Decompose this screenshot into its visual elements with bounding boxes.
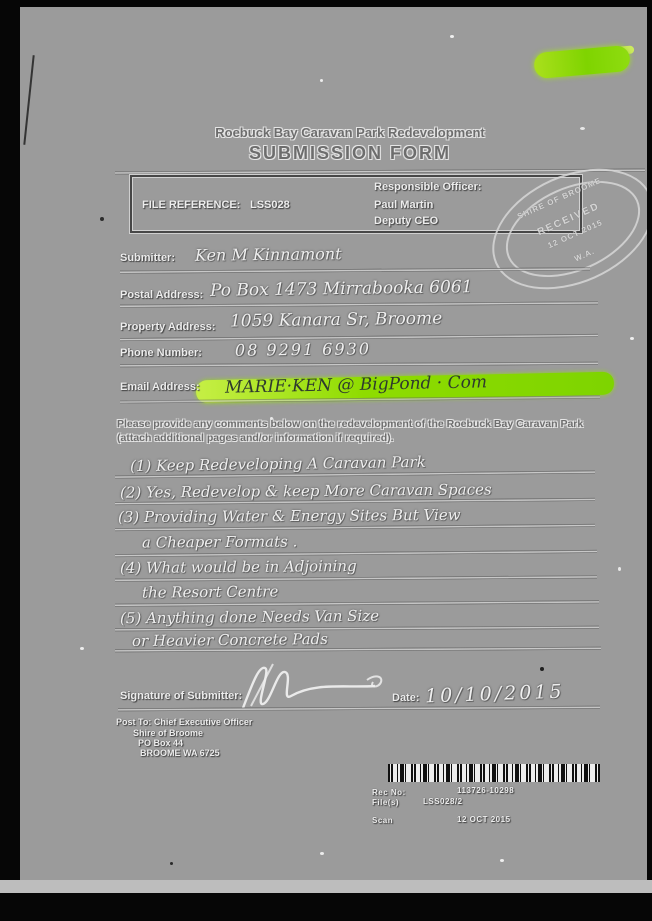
scan-noise xyxy=(618,567,621,571)
comment-line: (4) What would be in Adjoining xyxy=(119,556,357,578)
signature-label: Signature of Submitter: xyxy=(120,690,243,702)
scan-noise xyxy=(500,859,504,862)
scan-label: Scan xyxy=(372,816,394,825)
property-address-label: Property Address: xyxy=(120,321,216,333)
barcode xyxy=(388,764,600,782)
comment-line: (5) Anything done Needs Van Size xyxy=(119,606,380,628)
rec-no-label: Rec No: xyxy=(372,788,406,797)
rec-no-value: 113726-10298 xyxy=(457,786,515,795)
submitter-value: Ken M Kinnamont xyxy=(194,244,342,265)
scan-noise xyxy=(540,667,544,671)
scan-noise xyxy=(580,127,585,130)
scan-edge-strip xyxy=(0,880,652,893)
form-title: Roebuck Bay Caravan Park Redevelopment xyxy=(215,125,485,140)
responsible-officer-label: Responsible Officer: xyxy=(374,181,482,193)
phone-number-underline xyxy=(119,361,599,368)
post-to-line4: BROOME WA 6725 xyxy=(140,748,220,758)
scan-border-right xyxy=(647,0,652,921)
file-reference-value: LSS028 xyxy=(250,199,290,211)
scan-crease-artifact xyxy=(23,55,35,145)
files-value: LSS028/2 xyxy=(423,797,463,806)
responsible-officer-name: Paul Martin xyxy=(374,199,434,211)
comment-line: (3) Providing Water & Energy Sites But V… xyxy=(117,505,461,527)
scan-noise xyxy=(100,217,104,221)
scan-noise xyxy=(630,337,634,340)
scan-border-top xyxy=(0,0,652,7)
scan-border-left xyxy=(0,0,20,921)
postal-address-label: Postal Address: xyxy=(120,289,204,301)
highlighter-swipe xyxy=(533,44,631,80)
form-subtitle: SUBMISSION FORM xyxy=(248,143,451,163)
files-label: File(s) xyxy=(372,798,400,807)
comment-underline xyxy=(114,600,600,607)
phone-number-label: Phone Number: xyxy=(120,347,202,359)
comment-line: a Cheaper Formats . xyxy=(141,532,298,552)
file-reference-label: FILE REFERENCE: xyxy=(142,199,241,211)
scan-noise xyxy=(450,35,454,38)
post-to-line3: PO Box 44 xyxy=(138,738,184,748)
file-reference-box: FILE REFERENCE: LSS028 Responsible Offic… xyxy=(130,175,582,233)
scan-value: 12 OCT 2015 xyxy=(457,815,511,824)
scan-noise xyxy=(320,852,324,855)
scan-noise xyxy=(170,862,173,865)
scan-border-bottom xyxy=(0,893,652,921)
date-value: 10/10/2015 xyxy=(424,680,565,708)
scan-noise xyxy=(270,417,273,420)
comments-instructions: Please provide any comments below on the… xyxy=(117,418,584,444)
phone-number-value: 08 9291 6930 xyxy=(234,339,372,360)
submitter-signature xyxy=(241,663,383,709)
responsible-officer-title: Deputy CEO xyxy=(374,215,439,227)
submitter-label: Submitter: xyxy=(120,252,175,264)
property-address-value: 1059 Kanara Sr, Broome xyxy=(229,308,443,332)
scan-noise xyxy=(80,647,84,650)
post-to-line2: Shire of Broome xyxy=(133,728,204,738)
page-background: Roebuck Bay Caravan Park Redevelopment S… xyxy=(20,7,652,893)
scan-noise xyxy=(320,79,323,82)
post-to-line1: Post To: Chief Executive Officer xyxy=(116,717,253,727)
email-address-label: Email Address: xyxy=(120,381,200,393)
comment-line: or Heavier Concrete Pads xyxy=(131,629,329,651)
date-label: Date: xyxy=(392,692,420,704)
postal-address-value: Po Box 1473 Mirrabooka 6061 xyxy=(209,277,473,301)
comment-line: the Resort Centre xyxy=(141,582,279,602)
